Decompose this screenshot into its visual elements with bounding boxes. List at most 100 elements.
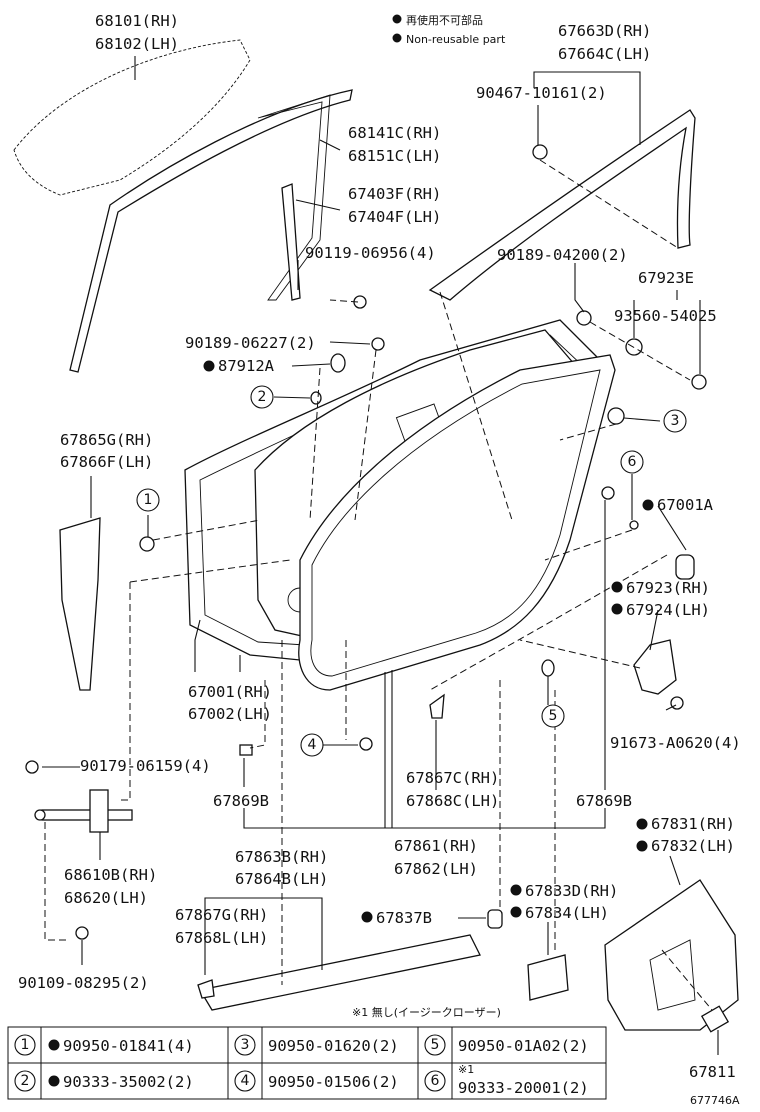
window-frame-moulding (428, 109, 696, 301)
plug-icon (541, 659, 555, 677)
label-67833: 67833D(RH) (525, 882, 618, 900)
label-67002: 67002(LH) (188, 705, 272, 723)
figure-id: 677746A (690, 1094, 740, 1107)
table-marker-5 (424, 1034, 446, 1056)
marker-3 (663, 409, 687, 433)
rear-lower-frame (281, 183, 301, 301)
label-68620: 68620(LH) (64, 889, 148, 907)
seal-patch (700, 1005, 730, 1033)
label-68101: 68101(RH) (95, 12, 179, 30)
label-90189-04200: 90189-04200(2) (497, 246, 628, 264)
plug-icon (607, 407, 625, 425)
bolt-icon (691, 374, 707, 390)
table-part: 90950-01620(2) (268, 1037, 399, 1055)
label-67868c: 67868C(LH) (406, 792, 499, 810)
label-68151: 68151C(LH) (348, 147, 441, 165)
svg-text:1: 1 (144, 492, 153, 508)
label-87912: 87912A (218, 357, 275, 375)
label-67866: 67866F(LH) (60, 453, 153, 471)
nonreusable-dot-icon (636, 840, 648, 852)
marker-4 (300, 733, 324, 757)
svg-text:3: 3 (671, 413, 680, 429)
nonreusable-dot-icon (636, 818, 648, 830)
legend: 再使用不可部品 Non-reusable part (392, 13, 506, 46)
marker-6 (620, 450, 644, 474)
marker-5 (541, 704, 565, 728)
plug-icon (629, 520, 639, 530)
table-part: 90950-01506(2) (268, 1073, 399, 1091)
label-68610: 68610B(RH) (64, 866, 157, 884)
label-67832: 67832(LH) (651, 837, 735, 855)
clip-icon (576, 310, 592, 326)
circled-markers: 1 2 3 4 5 6 (136, 385, 687, 757)
label-67863: 67863B(RH) (235, 848, 328, 866)
svg-text:4: 4 (308, 737, 317, 753)
clip-icon (197, 979, 215, 999)
label-67869-left: 67869B (213, 792, 269, 810)
label-67868l: 67868L(LH) (175, 929, 268, 947)
table-marker-2 (14, 1070, 36, 1092)
label-67869-right: 67869B (576, 792, 632, 810)
fastener-table: 1 90950-01841(4) 3 90950-01620(2) 5 9095… (7, 1026, 607, 1100)
bolt-icon (75, 926, 89, 940)
nonreusable-dot-icon (510, 906, 522, 918)
bumper-icon (675, 554, 695, 580)
label-68141: 68141C(RH) (348, 124, 441, 142)
nonreusable-dot-icon (510, 884, 522, 896)
plug-icon (330, 353, 346, 373)
legend-en: Non-reusable part (406, 33, 506, 46)
bolt-icon (25, 760, 39, 774)
svg-text:2: 2 (21, 1073, 30, 1089)
table-part: 90950-01841(4) (63, 1037, 194, 1055)
label-67831: 67831(RH) (651, 815, 735, 833)
table-marker-6 (424, 1070, 446, 1092)
label-67663: 67663D(RH) (558, 22, 651, 40)
nonreusable-dot-icon (611, 603, 623, 615)
table-part: 90333-20001(2) (458, 1079, 589, 1097)
legend-jp: 再使用不可部品 (406, 13, 483, 27)
nonreusable-dot-icon (392, 14, 402, 24)
callout-labels: 68101(RH) 68102(LH) 67663D(RH) 67664C(LH… (18, 12, 741, 1081)
label-67923: 67923(RH) (626, 579, 710, 597)
label-90119: 90119-06956(4) (305, 244, 436, 262)
table-marker-4 (234, 1070, 256, 1092)
table-part: 90950-01A02(2) (458, 1037, 589, 1055)
nonreusable-dot-icon (48, 1039, 60, 1051)
label-67001a: 67001A (657, 496, 714, 514)
nonreusable-dot-icon (48, 1075, 60, 1087)
svg-text:6: 6 (628, 454, 637, 470)
label-90109: 90109-08295(2) (18, 974, 149, 992)
label-90179: 90179-06159(4) (80, 757, 211, 775)
label-91673: 91673-A0620(4) (610, 734, 741, 752)
bolt-icon (34, 809, 46, 821)
label-67867c: 67867C(RH) (406, 769, 499, 787)
nonreusable-dot-icon (361, 911, 373, 923)
marker-1 (136, 488, 160, 512)
clip-icon (487, 909, 503, 929)
door-hinge (633, 639, 677, 695)
label-67861: 67861(RH) (394, 837, 478, 855)
label-67834: 67834(LH) (525, 904, 609, 922)
label-67865: 67865G(RH) (60, 431, 153, 449)
label-67404: 67404F(LH) (348, 208, 441, 226)
rocker-moulding (198, 934, 481, 1011)
table-marker-3 (234, 1034, 256, 1056)
seal-patch (527, 954, 569, 1001)
door-glass (13, 39, 251, 196)
door-weatherstrip (298, 354, 616, 691)
table-note: ※1 (458, 1063, 474, 1076)
nonreusable-dot-icon (203, 360, 215, 372)
clip-icon (532, 144, 548, 160)
label-67924: 67924(LH) (626, 601, 710, 619)
label-90189-06227: 90189-06227(2) (185, 334, 316, 352)
label-67403: 67403F(RH) (348, 185, 441, 203)
clip-icon (429, 693, 445, 719)
part-drawings (13, 39, 739, 1033)
label-67923e: 67923E (638, 269, 694, 287)
nonreusable-dot-icon (392, 33, 402, 43)
plug-icon (601, 486, 615, 500)
svg-text:4: 4 (241, 1073, 250, 1089)
nonreusable-dot-icon (611, 581, 623, 593)
svg-text:6: 6 (431, 1073, 440, 1089)
svg-text:2: 2 (258, 389, 267, 405)
